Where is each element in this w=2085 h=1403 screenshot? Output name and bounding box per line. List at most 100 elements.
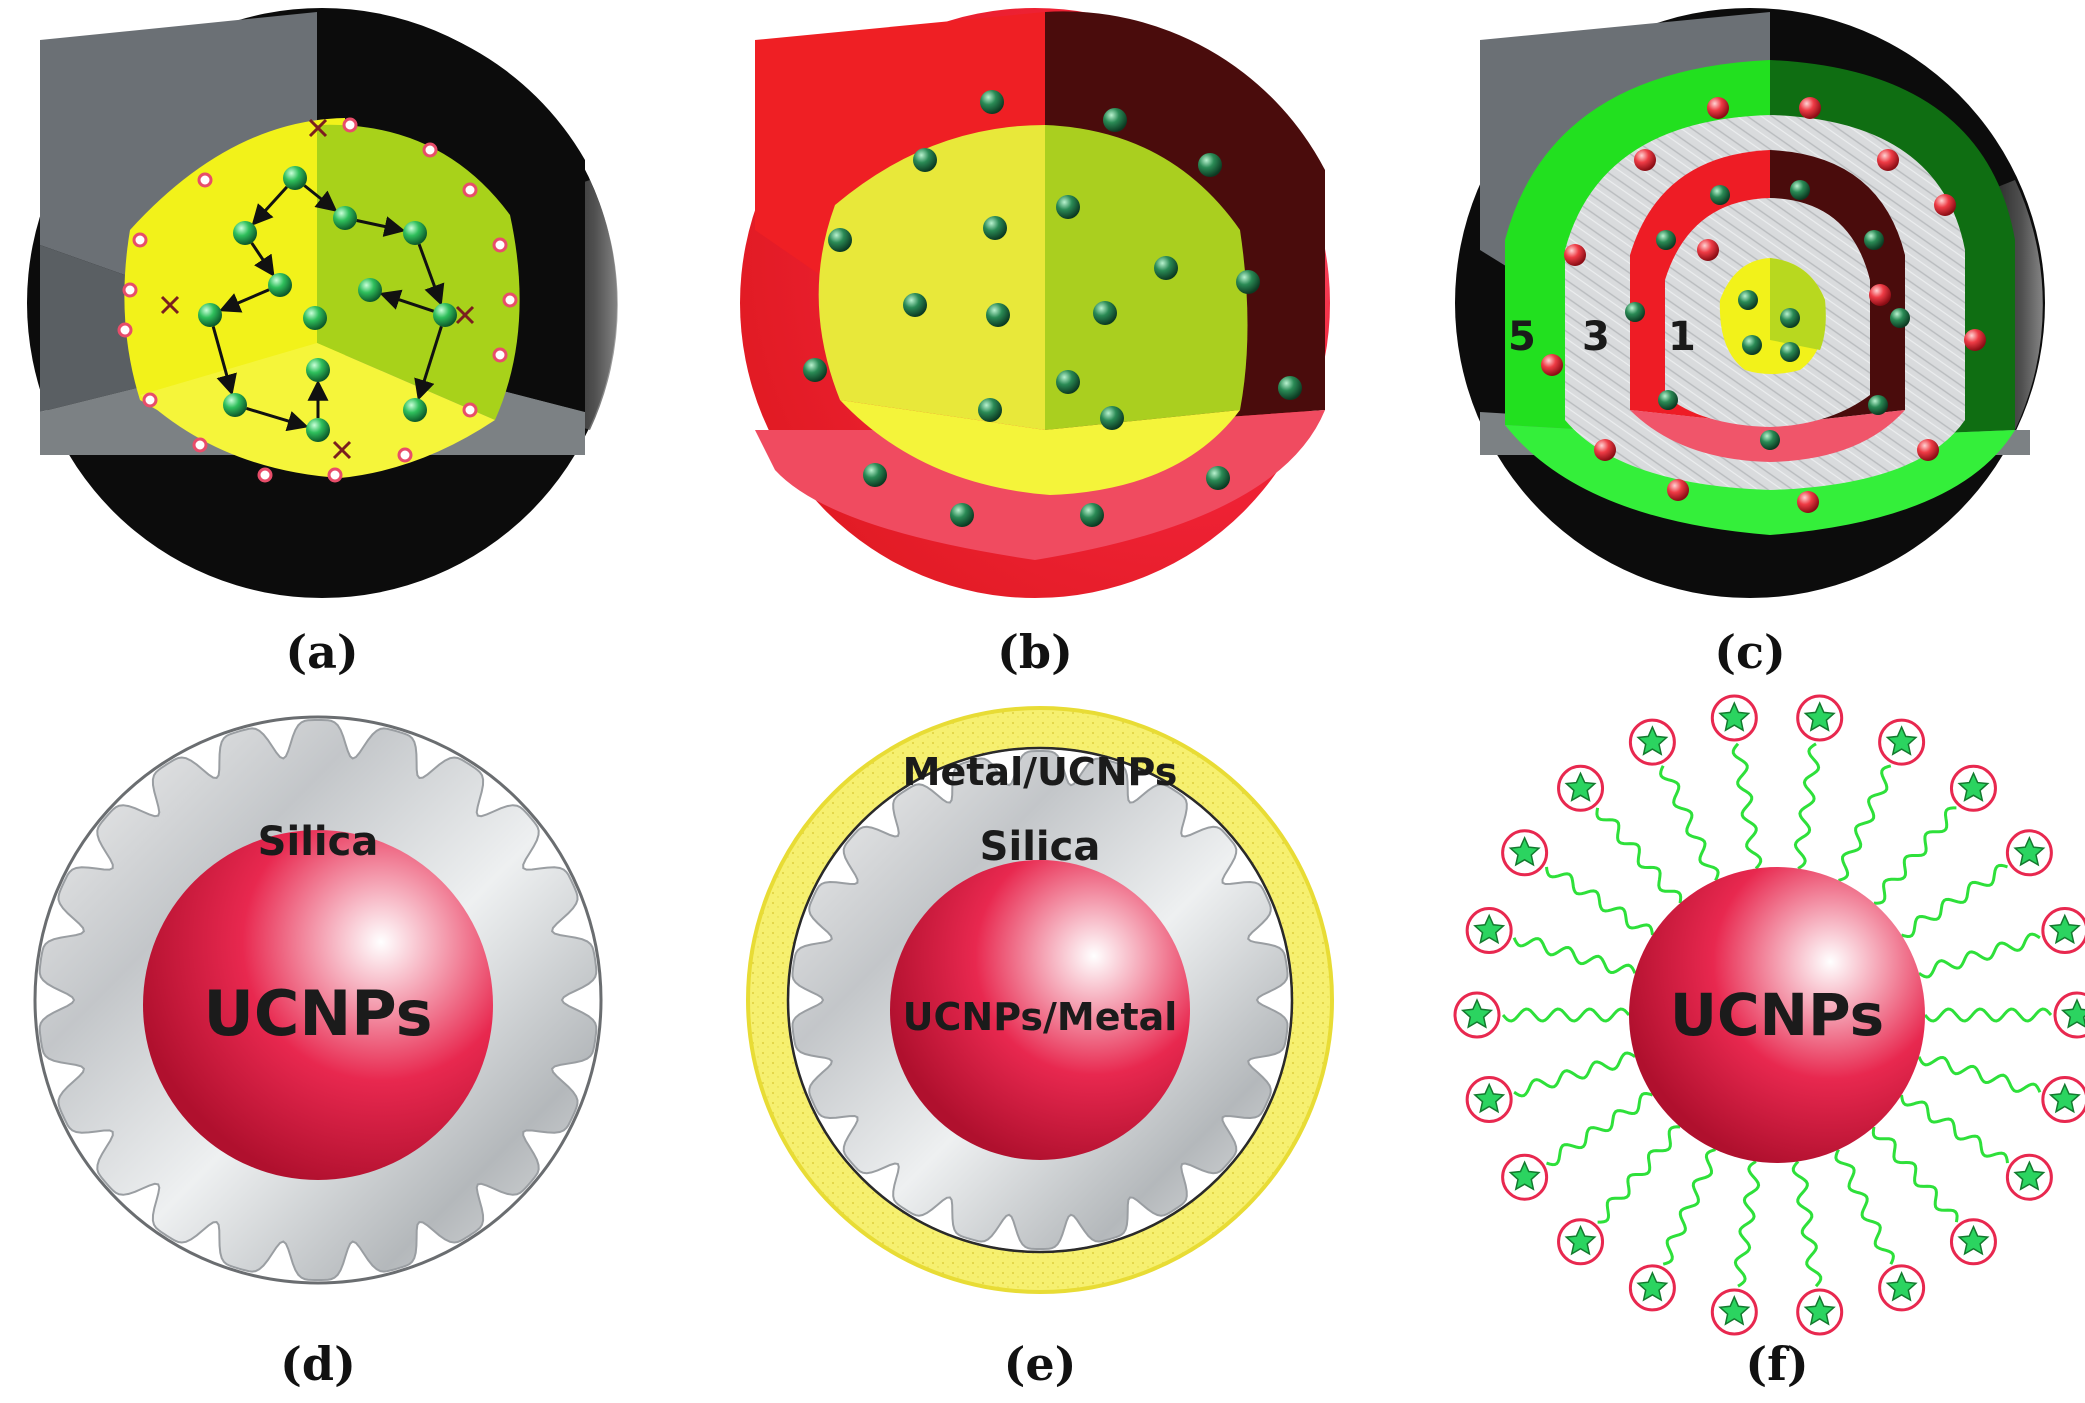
- panel-f-star-icon: [1636, 725, 1669, 756]
- panel-a-surface-quencher: [122, 282, 138, 298]
- panel-f-ligand-chain: [1662, 1148, 1716, 1266]
- panel-b-dopant-ion: [1154, 256, 1178, 280]
- panel-a-migration-arrow: [211, 326, 237, 396]
- panel-b-core-right: [1045, 125, 1248, 430]
- panel-f-ligand-chain: [1595, 807, 1683, 904]
- panel-a-surface-quencher: [117, 322, 133, 338]
- panel-f-star-icon: [1885, 1271, 1918, 1302]
- panel-f-caption: (f): [1745, 1337, 1808, 1391]
- panel-b-dopant-ion: [1056, 195, 1080, 219]
- panel-a-surface-quencher: [462, 182, 478, 198]
- panel-b-dopant-ion: [903, 293, 927, 317]
- panel-c-label-5: 5: [1508, 314, 1536, 360]
- panel-a-dopant-ion: [283, 166, 307, 190]
- panel-f-star-icon: [1803, 701, 1836, 732]
- panel-a-migration-arrow: [379, 289, 435, 313]
- panel-c-red-dopant: [1869, 284, 1891, 306]
- panel-f: UCNPs (f): [1453, 694, 2085, 1391]
- panel-a-surface-quencher: [397, 447, 413, 463]
- panel-b-dopant-ion: [1100, 406, 1124, 430]
- panel-a-migration-arrow: [303, 184, 338, 212]
- panel-a-migration-arrow: [417, 243, 445, 306]
- panel-c-red-dopant: [1877, 149, 1899, 171]
- panel-c-label-3: 3: [1582, 314, 1610, 360]
- panel-c-green-dopant: [1625, 302, 1645, 322]
- panel-f-star-icon: [2013, 835, 2046, 867]
- panel-c-red-dopant: [1917, 439, 1939, 461]
- panel-a-dopant-ion: [233, 221, 257, 245]
- panel-e-metal-label: Metal/UCNPs: [903, 750, 1178, 794]
- panel-f-ligand-chain: [1834, 1148, 1895, 1265]
- panel-b-core-bottom: [840, 400, 1240, 495]
- panel-c-red-dopant: [1594, 439, 1616, 461]
- panel-f-star-icon: [1803, 1295, 1836, 1326]
- panel-c-green-dopant: [1868, 395, 1888, 415]
- panel-f-ligand-chain: [1659, 765, 1720, 882]
- panel-b-dopant-ion: [986, 303, 1010, 327]
- panel-f-ligand-chain: [1871, 1126, 1959, 1223]
- panel-c-green-dopant: [1864, 230, 1884, 250]
- panel-b-dopant-ion: [913, 148, 937, 172]
- panel-a-migration-arrow: [250, 242, 275, 277]
- panel-a-surface-quencher: [492, 237, 508, 253]
- panel-a-dopant-ion: [306, 358, 330, 382]
- panel-f-ligand-chain: [1901, 863, 2008, 939]
- panel-a-surface-quencher: [327, 467, 343, 483]
- panel-b-dopant-ion: [950, 503, 974, 527]
- panel-a-surface-quencher: [192, 437, 208, 453]
- panel-c-green-dopant: [1780, 342, 1800, 362]
- panel-b-dopant-ion: [1080, 503, 1104, 527]
- panel-e: Metal/UCNPs Silica UCNPs/Metal (e): [746, 706, 1334, 1391]
- panel-a-surface-quencher: [197, 172, 213, 188]
- panel-c-red-dopant: [1934, 194, 1956, 216]
- panel-f-star-icon: [2048, 913, 2081, 945]
- panel-b-dopant-ion: [1093, 301, 1117, 325]
- panel-b-dopant-ion: [1198, 153, 1222, 177]
- panel-a-surface-quencher: [502, 292, 518, 308]
- panel-f-star-icon: [1636, 1271, 1669, 1302]
- panel-a-surface-quencher: [142, 392, 158, 408]
- panel-f-star-icon: [1957, 771, 1990, 802]
- panel-f-ligand-chain: [1918, 932, 2041, 979]
- panel-c-green-dopant: [1658, 390, 1678, 410]
- panel-a-dopant-ion: [403, 398, 427, 422]
- panel-a-core-right: [317, 124, 520, 420]
- panel-b-core-left: [818, 125, 1045, 430]
- panel-c-red-dopant: [1964, 329, 1986, 351]
- panel-a-dopant-ion: [198, 303, 222, 327]
- panel-b-dopant-ion: [803, 358, 827, 382]
- panel-a-quench-mark: [332, 440, 352, 460]
- panel-b-caption: (b): [997, 625, 1073, 679]
- panel-c-label-1: 1: [1668, 314, 1696, 360]
- panel-f-star-icon: [1460, 998, 1494, 1029]
- panel-c-red-dopant: [1697, 239, 1719, 261]
- panel-c-green-dopant: [1760, 430, 1780, 450]
- panel-c-red-dopant: [1564, 244, 1586, 266]
- panel-f-star-icon: [1508, 1160, 1541, 1191]
- panel-b-dopant-ion: [983, 216, 1007, 240]
- panel-c-green-dopant: [1790, 180, 1810, 200]
- panel-a-migration-arrow: [219, 288, 270, 313]
- panel-c-green-dopant: [1742, 335, 1762, 355]
- panel-b-dopant-ion: [1056, 370, 1080, 394]
- panel-f-ligand-chain: [1838, 764, 1892, 882]
- panel-e-silica-label: Silica: [980, 824, 1101, 870]
- panel-c-red-dopant: [1799, 97, 1821, 119]
- panel-f-ligand-chain: [1923, 1007, 2053, 1023]
- panel-a-dopant-ion: [223, 393, 247, 417]
- panel-f-ucnp-core: [1629, 867, 1925, 1163]
- panel-a-dopant-ion: [333, 206, 357, 230]
- panel-a-caption: (a): [285, 625, 358, 679]
- panel-f-ligand-chain: [1546, 1091, 1653, 1167]
- panel-f-ligand-chain: [1793, 742, 1821, 870]
- panel-b-dopant-ion: [1278, 376, 1302, 400]
- panel-a-quench-mark: [455, 305, 475, 325]
- panel-f-star-icon: [2048, 1082, 2081, 1114]
- panel-d-silica-label: Silica: [258, 819, 379, 865]
- panel-b-dopant-ion: [828, 228, 852, 252]
- panel-d-ucnp-label: UCNPs: [204, 977, 433, 1050]
- panel-a-surface-quencher: [422, 142, 438, 158]
- panel-f-ligand-chain: [1731, 742, 1763, 870]
- panel-c-red-dopant: [1667, 479, 1689, 501]
